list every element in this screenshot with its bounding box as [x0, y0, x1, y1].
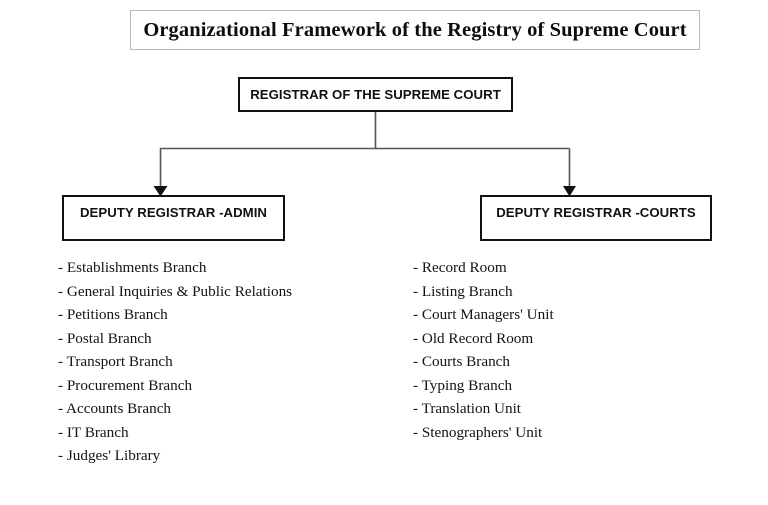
admin-branch-list: - Establishments Branch - General Inquir…: [58, 256, 388, 468]
page-title-box: Organizational Framework of the Registry…: [130, 10, 700, 50]
list-item: - Translation Unit: [413, 400, 522, 417]
arrowhead-right: [563, 186, 576, 197]
node-registrar-of-supreme-court: REGISTRAR OF THE SUPREME COURT: [238, 77, 513, 112]
list-item: - Record Room: [413, 259, 507, 276]
list-item: - General Inquiries & Public Relations: [58, 282, 293, 300]
page-title: Organizational Framework of the Registry…: [143, 18, 687, 41]
list-item: - Judges' Library: [58, 447, 161, 464]
node-deputy-admin-label: DEPUTY REGISTRAR -ADMIN: [79, 205, 267, 220]
list-item: - Typing Branch: [413, 376, 513, 394]
list-item: - Procurement Branch: [58, 376, 193, 394]
node-deputy-registrar-courts: DEPUTY REGISTRAR -COURTS: [480, 195, 712, 241]
list-item: - Postal Branch: [58, 329, 152, 347]
list-item: - Accounts Branch: [58, 400, 172, 417]
list-item: - IT Branch: [58, 423, 129, 441]
list-item: - Listing Branch: [413, 282, 513, 300]
list-item: - Transport Branch: [58, 353, 173, 370]
list-item: - Petitions Branch: [58, 306, 168, 323]
list-item: - Establishments Branch: [58, 259, 207, 276]
node-deputy-registrar-admin: DEPUTY REGISTRAR -ADMIN: [62, 195, 285, 241]
list-item: - Courts Branch: [413, 353, 511, 370]
list-item: - Stenographers' Unit: [413, 423, 543, 441]
node-registrar-label: REGISTRAR OF THE SUPREME COURT: [250, 87, 501, 102]
courts-branch-list: - Record Room - Listing Branch - Court M…: [413, 256, 743, 444]
arrowhead-left: [153, 186, 168, 197]
node-deputy-courts-label: DEPUTY REGISTRAR -COURTS: [496, 205, 696, 220]
list-item: - Old Record Room: [413, 329, 534, 347]
list-item: - Court Managers' Unit: [413, 306, 554, 323]
